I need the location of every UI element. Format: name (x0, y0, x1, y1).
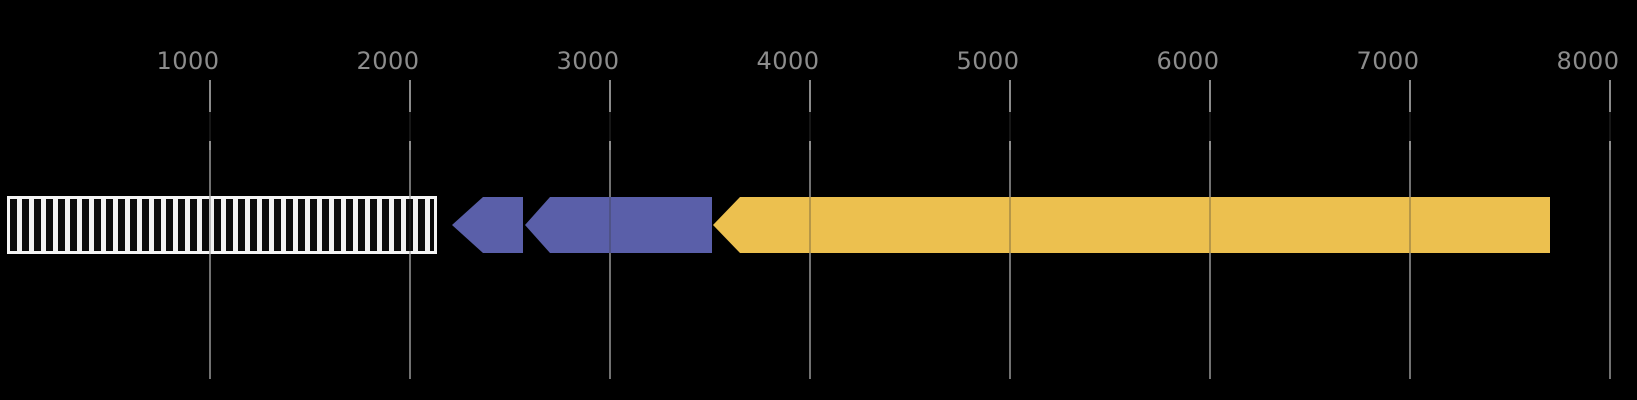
gridline-break (409, 112, 411, 141)
gridline-overlay-4000 (809, 150, 811, 379)
axis-tick-label-3000: 3000 (556, 47, 620, 75)
gridline-overlay-7000 (1409, 150, 1411, 379)
gridline-overlay-1000 (209, 150, 211, 379)
axis-tick-label-1000: 1000 (156, 47, 220, 75)
gridline-8000 (1609, 80, 1611, 379)
feature-striped-box-feature (7, 196, 437, 254)
gridline-overlay-2000 (409, 150, 411, 379)
axis-tick-label-6000: 6000 (1156, 47, 1220, 75)
gridline-break (1009, 112, 1011, 141)
axis-tick-label-5000: 5000 (956, 47, 1020, 75)
axis-tick-label-7000: 7000 (1356, 47, 1420, 75)
axis-tick-label-4000: 4000 (756, 47, 820, 75)
gridline-break (1209, 112, 1211, 141)
gridline-overlay-8000 (1609, 150, 1611, 379)
gridline-break (809, 112, 811, 141)
axis-tick-label-8000: 8000 (1556, 47, 1620, 75)
axis-tick-label-2000: 2000 (356, 47, 420, 75)
gridline-overlay-3000 (609, 150, 611, 379)
gridline-break (209, 112, 211, 141)
gridline-overlay-6000 (1209, 150, 1211, 379)
feature-purple-arrow-large (525, 197, 712, 253)
feature-gold-arrow (713, 197, 1550, 253)
gridline-break (1609, 112, 1611, 141)
gridline-overlay-5000 (1009, 150, 1011, 379)
gridline-break (1409, 112, 1411, 141)
gridline-break (609, 112, 611, 141)
